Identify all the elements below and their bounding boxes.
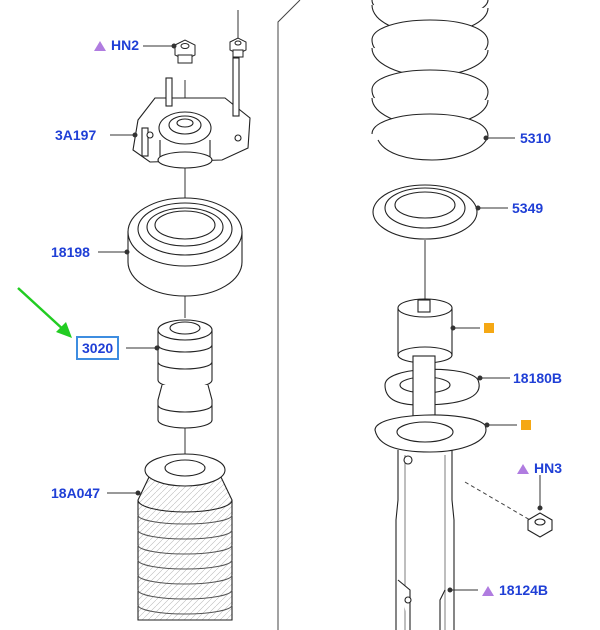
hn2-nut-right bbox=[229, 37, 247, 58]
spring-seat-5349 bbox=[372, 184, 478, 240]
label-5349-text: 5349 bbox=[512, 200, 544, 216]
triangle-marker-icon bbox=[94, 41, 106, 51]
label-hn3-text: HN3 bbox=[534, 460, 563, 476]
pointer-arrow-icon bbox=[17, 287, 72, 338]
bearing-18198 bbox=[127, 197, 243, 297]
triangle-marker-icon bbox=[517, 464, 529, 474]
triangle-marker-icon bbox=[482, 586, 494, 596]
label-3020[interactable]: 3020 bbox=[76, 336, 120, 360]
hn3-dashed-line bbox=[464, 481, 531, 521]
label-18124b[interactable]: 18124B bbox=[482, 582, 548, 598]
label-5349[interactable]: 5349 bbox=[512, 200, 543, 216]
label-18180b-text: 18180B bbox=[513, 370, 563, 386]
label-18180b[interactable]: 18180B bbox=[513, 370, 562, 386]
left-leader-lines bbox=[98, 43, 177, 496]
label-18a047-text: 18A047 bbox=[51, 485, 101, 501]
right-leader-lines bbox=[447, 135, 543, 593]
label-5310[interactable]: 5310 bbox=[520, 130, 551, 146]
square-marker-icon bbox=[521, 420, 531, 430]
label-18198-text: 18198 bbox=[51, 244, 90, 260]
bellows-18a047 bbox=[137, 453, 233, 621]
strut-body-18124b bbox=[374, 355, 487, 630]
label-hn2[interactable]: HN2 bbox=[94, 37, 139, 53]
label-3020-text: 3020 bbox=[82, 340, 114, 356]
square-marker-icon bbox=[484, 323, 494, 333]
label-hn3[interactable]: HN3 bbox=[517, 460, 562, 476]
label-3a197-text: 3A197 bbox=[55, 127, 97, 143]
coil-spring-5310 bbox=[371, 0, 489, 161]
strut-top-bushing bbox=[397, 298, 453, 364]
label-18a047[interactable]: 18A047 bbox=[51, 485, 100, 501]
label-3a197[interactable]: 3A197 bbox=[55, 127, 96, 143]
top-mount-3a197 bbox=[132, 57, 251, 169]
label-18198[interactable]: 18198 bbox=[51, 244, 90, 260]
bump-stop-3020 bbox=[157, 319, 213, 429]
label-18124b-text: 18124B bbox=[499, 582, 549, 598]
hn3-nut bbox=[527, 512, 553, 538]
label-5310-text: 5310 bbox=[520, 130, 552, 146]
hn2-nut-left bbox=[174, 39, 196, 64]
column-divider bbox=[277, 0, 301, 630]
label-hn2-text: HN2 bbox=[111, 37, 140, 53]
